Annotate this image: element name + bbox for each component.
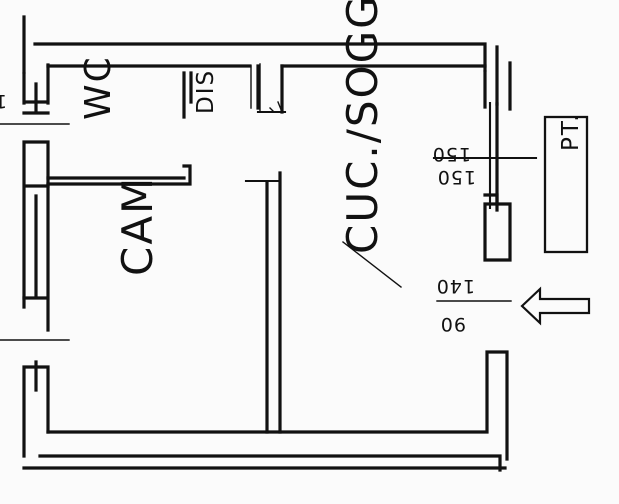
entry-dimension-top: 140 [436, 275, 475, 297]
dis-door-opening [244, 110, 287, 183]
room-label-cuc-sogg: CUC./SOGG. [338, 0, 387, 254]
room-label-dis: DIS [193, 69, 219, 114]
entry-dimension-bottom: 90 [440, 313, 466, 335]
room-label-wc: WC [78, 55, 119, 120]
entry-arrow-icon [520, 286, 591, 326]
left-dimension-140: 140 [0, 90, 7, 112]
left-window-lower [22, 360, 50, 458]
dis-door-jamb [182, 64, 284, 119]
kitchen-bedroom-partition [265, 171, 282, 434]
right-dimension-top: 150 [432, 143, 471, 165]
wc-bottom-wall [46, 164, 192, 186]
right-window-shutter [483, 193, 499, 212]
right-window [483, 70, 512, 262]
left-window-upper [22, 140, 50, 309]
inner-room-bottom [46, 350, 509, 461]
top-window-mark [250, 63, 283, 113]
left-wall-upper [22, 63, 50, 115]
right-window-dimension-line [432, 101, 538, 210]
floor-label-pt: PT. [558, 112, 584, 151]
outer-wall-bottom [22, 454, 507, 472]
left-wall-middle [22, 183, 50, 332]
room-label-cam: CAM [113, 176, 162, 276]
right-dimension-bottom: 150 [437, 166, 476, 188]
outer-wall-top [22, 15, 512, 111]
left-dimension-lines [0, 123, 70, 341]
kitchen-diagonal-stroke [342, 241, 402, 288]
floor-label-box [543, 115, 589, 254]
